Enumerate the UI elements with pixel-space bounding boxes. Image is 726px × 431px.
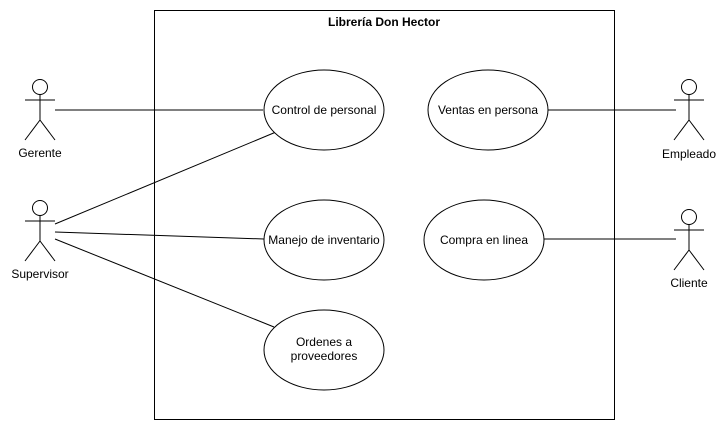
actor-supervisor: Supervisor	[11, 200, 69, 281]
use-case-ventas-persona: Ventas en persona	[427, 69, 549, 151]
use-case-control-personal: Control de personal	[263, 69, 385, 151]
use-case-label-line2: proveedores	[291, 349, 358, 363]
stick-figure-icon	[673, 79, 705, 141]
stick-figure-icon	[24, 200, 56, 262]
actor-label: Empleado	[662, 147, 716, 161]
use-case-label: Manejo de inventario	[268, 233, 380, 247]
use-case-label: Compra en linea	[440, 233, 528, 247]
assoc-supervisor-ordenes	[54, 238, 275, 328]
use-case-compra-linea: Compra en linea	[423, 199, 545, 281]
actor-label: Cliente	[670, 276, 708, 290]
actor-gerente: Gerente	[18, 79, 62, 160]
assoc-supervisor-inventario	[54, 231, 265, 240]
assoc-supervisor-control	[54, 131, 277, 225]
actor-label: Gerente	[18, 146, 62, 160]
use-case-label: Ventas en persona	[438, 103, 538, 117]
use-case-manejo-inventario: Manejo de inventario	[263, 199, 385, 281]
use-case-label-line1: Ordenes a	[296, 335, 352, 349]
use-case-ordenes-proveedores: Ordenes a proveedores	[263, 309, 385, 391]
system-boundary	[154, 10, 615, 420]
system-title: Librería Don Hector	[328, 15, 440, 29]
actor-label: Supervisor	[11, 267, 68, 281]
actor-cliente: Cliente	[670, 209, 708, 290]
use-case-label: Control de personal	[272, 103, 377, 117]
stick-figure-icon	[673, 209, 705, 271]
stick-figure-icon	[24, 79, 56, 141]
actor-empleado: Empleado	[662, 79, 716, 161]
associations	[54, 109, 676, 328]
